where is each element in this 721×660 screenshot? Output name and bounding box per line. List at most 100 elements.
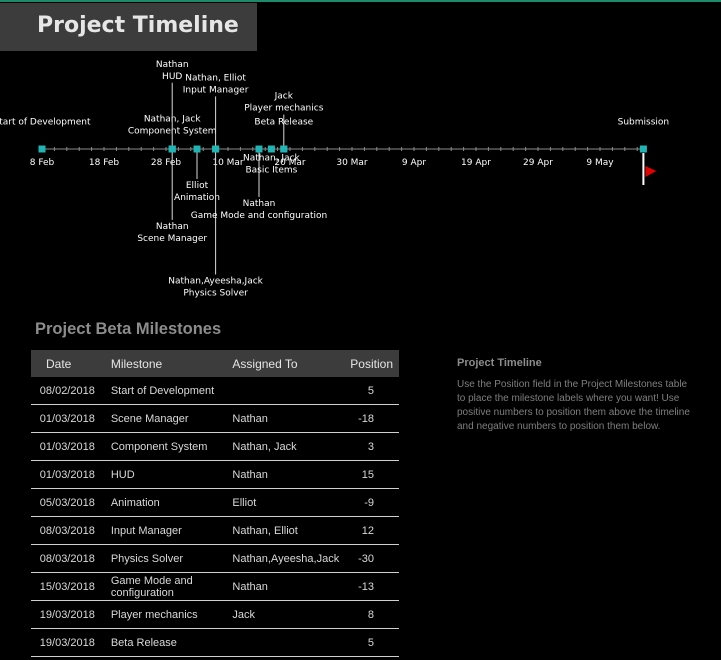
milestone-label: HUD	[162, 72, 182, 82]
page-title: Project Timeline	[37, 13, 239, 38]
milestone-marker	[193, 145, 201, 153]
window-top-border	[0, 0, 721, 2]
note-body: Use the Position field in the Project Mi…	[457, 379, 690, 432]
note-title: Project Timeline	[457, 357, 542, 369]
axis-tick-label: 19 Apr	[461, 158, 491, 168]
milestone-label: Nathan	[156, 60, 189, 70]
milestone-label: Elliot	[186, 181, 209, 191]
cell-milestone[interactable]: Animation	[110, 488, 230, 517]
milestone-marker	[168, 145, 176, 153]
axis-tick-label: 28 Feb	[151, 158, 182, 168]
cell-date[interactable]: 08/03/2018	[31, 516, 111, 545]
cell-milestone[interactable]: Start of Development	[110, 377, 230, 405]
cell-position[interactable]: 8	[339, 600, 399, 629]
cell-position[interactable]: -30	[339, 544, 399, 573]
cell-milestone[interactable]: Scene Manager	[110, 404, 230, 433]
axis-tick-label: 9 May	[586, 158, 614, 168]
cell-date[interactable]: 01/03/2018	[31, 460, 111, 489]
cell-date[interactable]: 08/02/2018	[31, 377, 111, 405]
cell-assigned[interactable]: Nathan, Elliot	[229, 516, 340, 545]
cell-milestone[interactable]: Input Manager	[110, 516, 230, 545]
timeline-chart: 8 Feb 18 Feb 28 Feb 10 Mar 20 Mar 30 Mar 9 Apr…	[0, 0, 721, 310]
cell-milestone[interactable]: Beta Release	[110, 628, 230, 657]
cell-position[interactable]: 3	[339, 432, 399, 461]
cell-milestone[interactable]: HUD	[110, 460, 230, 489]
cell-position[interactable]: 5	[339, 377, 399, 405]
cell-position[interactable]: 12	[339, 516, 399, 545]
axis-tick-label: 8 Feb	[30, 158, 55, 168]
axis-tick-label: 20 Mar	[274, 158, 306, 168]
milestone-label: Scene Manager	[137, 234, 207, 244]
milestone-label: Nathan,Ayeesha,Jack	[168, 277, 263, 287]
milestone-label: Basic Items	[245, 166, 297, 176]
milestone-label: Nathan, Jack	[243, 154, 301, 164]
milestone-marker	[212, 145, 220, 153]
section-title: Project Beta Milestones	[35, 320, 222, 338]
axis-tick-label: 10 Mar	[212, 158, 244, 168]
milestone-marker	[280, 145, 288, 153]
header-assigned[interactable]: Assigned To	[229, 350, 340, 377]
cell-position[interactable]: 15	[339, 460, 399, 489]
cell-assigned[interactable]: Nathan,Ayeesha,Jack	[229, 544, 340, 573]
axis-tick-label: 18 Feb	[89, 158, 120, 168]
milestone-label: Game Mode and configuration	[191, 211, 328, 221]
cell-assigned[interactable]: Nathan, Jack	[229, 432, 340, 461]
milestone-label: Beta Release	[254, 117, 313, 127]
timeline-svg: 8 Feb 18 Feb 28 Feb 10 Mar 20 Mar 30 Mar 9 Apr…	[0, 60, 670, 299]
cell-assigned[interactable]: Nathan	[229, 404, 340, 433]
cell-position[interactable]: 5	[339, 628, 399, 657]
cell-milestone[interactable]: Player mechanics	[110, 600, 230, 629]
cell-date[interactable]: 01/03/2018	[31, 432, 111, 461]
header-milestone[interactable]: Milestone	[110, 350, 230, 377]
cell-assigned[interactable]: Nathan	[229, 460, 340, 489]
milestone-label: Player mechanics	[244, 104, 323, 114]
cell-assigned[interactable]	[229, 377, 340, 405]
cell-date[interactable]: 05/03/2018	[31, 488, 111, 517]
axis-tick-label: 29 Apr	[523, 158, 553, 168]
milestone-marker	[639, 145, 647, 153]
cell-position[interactable]: -18	[339, 404, 399, 433]
header-position[interactable]: Position	[339, 350, 399, 377]
milestone-label: Nathan	[243, 199, 276, 209]
cell-milestone[interactable]: Physics Solver	[110, 544, 230, 573]
milestone-label: Start of Development	[0, 117, 91, 127]
cell-position[interactable]: -9	[339, 488, 399, 517]
milestone-label: Input Manager	[183, 85, 249, 95]
cell-date[interactable]: 08/03/2018	[31, 544, 111, 573]
cell-assigned[interactable]: Jack	[229, 600, 340, 629]
flag-icon	[645, 166, 657, 177]
cell-date[interactable]: 19/03/2018	[31, 600, 111, 629]
milestone-label: Animation	[174, 193, 220, 203]
axis-tick-label: 30 Mar	[336, 158, 368, 168]
milestones-table: Date Milestone Assigned To Position 08/0…	[31, 350, 399, 657]
title-banner: Project Timeline	[0, 3, 257, 51]
cell-assigned[interactable]	[229, 628, 340, 657]
milestone-label: Physics Solver	[183, 289, 248, 299]
milestone-label: Jack	[274, 92, 294, 102]
milestone-label: Nathan	[156, 222, 189, 232]
axis-tick-label: 9 Apr	[402, 158, 426, 168]
cell-date[interactable]: 15/03/2018	[31, 572, 111, 601]
milestone-label: Submission	[618, 117, 670, 127]
cell-date[interactable]: 01/03/2018	[31, 404, 111, 433]
cell-position[interactable]: -13	[339, 572, 399, 601]
milestone-label: Nathan, Elliot	[185, 73, 246, 83]
cell-assigned[interactable]: Nathan	[229, 572, 340, 601]
cell-milestone[interactable]: Component System	[110, 432, 230, 461]
cell-date[interactable]: 19/03/2018	[31, 628, 111, 657]
cell-milestone[interactable]: Game Mode and configuration	[110, 572, 230, 601]
table-header-row: Date Milestone Assigned To Position	[31, 350, 399, 377]
header-date[interactable]: Date	[31, 350, 111, 377]
cell-assigned[interactable]: Elliot	[229, 488, 340, 517]
